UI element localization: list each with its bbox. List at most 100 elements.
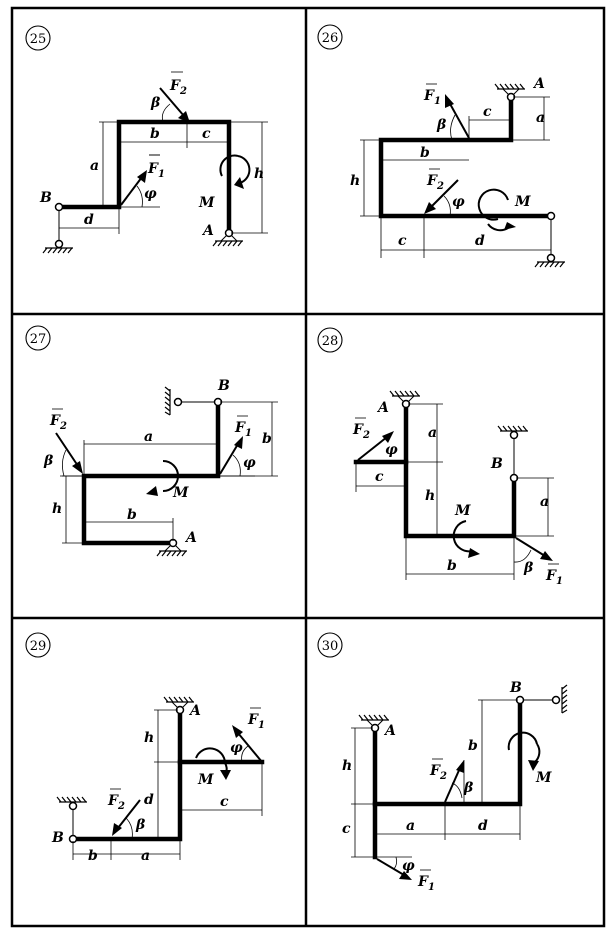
moment-label-m: M: [172, 485, 189, 501]
dimension-label-a: a: [90, 158, 99, 174]
frame-structure: [403, 401, 517, 539]
ground-hatch: [156, 550, 188, 557]
angle-label-beta: β: [463, 780, 474, 796]
pin-joint: [54, 202, 64, 212]
dimension-label-d: d: [84, 212, 94, 228]
ground-hatch: [389, 390, 421, 397]
dimension-label-a2: a: [540, 494, 549, 510]
pin-joint: [551, 695, 561, 705]
pin-joint: [68, 801, 78, 811]
pin-joint: [54, 239, 64, 249]
dimension-label-h: h: [144, 730, 154, 746]
force-label-f2: F2: [169, 78, 187, 97]
dimension-label-a: a: [536, 110, 545, 126]
moment-label-m: M: [197, 772, 214, 788]
problem-number: 30: [322, 639, 339, 654]
ground-hatch: [212, 240, 244, 247]
point-label-a: A: [188, 703, 201, 719]
ground-hatch: [56, 796, 88, 803]
ground-hatch: [497, 425, 529, 432]
ground-hatch: [494, 83, 526, 90]
angle-label-beta: β: [150, 95, 161, 111]
angle-label-phi: φ: [230, 740, 243, 756]
problem-26: 26 A c a b h c d F1 β: [317, 24, 566, 268]
wall-hatch: [561, 684, 568, 714]
wall-hatch: [164, 386, 171, 416]
problem-number: 27: [30, 332, 47, 347]
point-label-b: B: [39, 190, 52, 206]
pin-joint: [546, 211, 556, 221]
angle-label-phi: φ: [385, 442, 398, 458]
moment-label-m: M: [198, 195, 215, 211]
dimension-label-h: h: [350, 173, 360, 189]
angle-label-beta: β: [135, 817, 146, 833]
force-label-f2: F2: [352, 422, 370, 441]
dimension-label-d: d: [144, 792, 154, 808]
dimension-label-h: h: [425, 488, 435, 504]
force-label-f1: F1: [247, 712, 265, 731]
angle-label-beta: β: [436, 117, 447, 133]
moment-label-m: M: [454, 503, 471, 519]
dimension-label-d: d: [478, 818, 488, 834]
dimension-label-a: a: [144, 429, 153, 445]
angle-label-phi: φ: [452, 194, 465, 210]
force-label-f1: F1: [147, 161, 165, 180]
dimension-label-c: c: [375, 469, 384, 485]
angle-label-phi: φ: [144, 186, 157, 202]
ground-hatch: [42, 247, 74, 254]
dimension-label-c: c: [202, 126, 211, 142]
dimension-label-a: a: [428, 425, 437, 441]
problem-27: 27 B A a b h b F1 φ: [25, 325, 278, 557]
dimension-label-c: c: [342, 821, 351, 837]
dimension-label-a: a: [141, 848, 150, 864]
force-label-f1: F1: [417, 874, 435, 893]
point-label-b: B: [217, 378, 230, 394]
force-label-f1: F1: [234, 420, 252, 439]
point-label-b: B: [51, 830, 64, 846]
dimension-label-c: c: [483, 104, 492, 120]
point-label-b: B: [490, 456, 503, 472]
problem-25: 25 B A d a b c h F2 β: [25, 25, 268, 254]
dimension-label-c: c: [220, 794, 229, 810]
dimension-label-b: b: [88, 848, 98, 864]
ground-hatch: [163, 696, 195, 703]
point-label-a: A: [532, 76, 545, 92]
dimension-label-b: b: [150, 126, 160, 142]
problem-30: 30 A B h c a d b F2 β: [317, 632, 568, 893]
vector-overbars: [52, 83, 559, 871]
ground-hatch: [358, 714, 390, 721]
problem-28: 28 A B a h c b a F2 φ: [317, 327, 563, 587]
problem-29: 29 A B h d b a c F1 φ: [25, 632, 265, 864]
force-label-f2: F2: [429, 763, 447, 782]
point-label-a: A: [376, 400, 389, 416]
frame-structure: [378, 94, 554, 219]
angle-label-beta: β: [523, 560, 534, 576]
angle-label-phi: φ: [402, 858, 415, 874]
dimension-label-d: d: [475, 233, 485, 249]
moment-label-m: M: [514, 194, 531, 210]
dimension-label-b: b: [420, 145, 430, 161]
point-label-a: A: [184, 530, 197, 546]
dimension-label-b: b: [468, 738, 478, 754]
force-label-f2: F2: [426, 173, 444, 192]
force-label-f2: F2: [49, 413, 67, 432]
problem-number: 28: [322, 334, 339, 349]
dimension-label-c2: c: [398, 233, 407, 249]
point-label-b: B: [509, 680, 522, 696]
problem-number: 29: [30, 639, 47, 654]
angle-label-beta: β: [43, 453, 54, 469]
dimension-label-b2: b: [262, 431, 272, 447]
dimension-label-h: h: [52, 501, 62, 517]
dimension-label-h: h: [342, 758, 352, 774]
dimension-label-h: h: [254, 166, 264, 182]
sheet-border: [10, 6, 606, 928]
pin-joint: [509, 430, 519, 440]
force-label-f1: F1: [423, 88, 441, 107]
problem-number: 26: [322, 31, 339, 46]
dimension-label-b: b: [127, 507, 137, 523]
point-label-a: A: [383, 723, 396, 739]
force-label-f1: F1: [545, 568, 563, 587]
dimension-label-a: a: [406, 818, 415, 834]
problem-number: 25: [30, 32, 47, 47]
